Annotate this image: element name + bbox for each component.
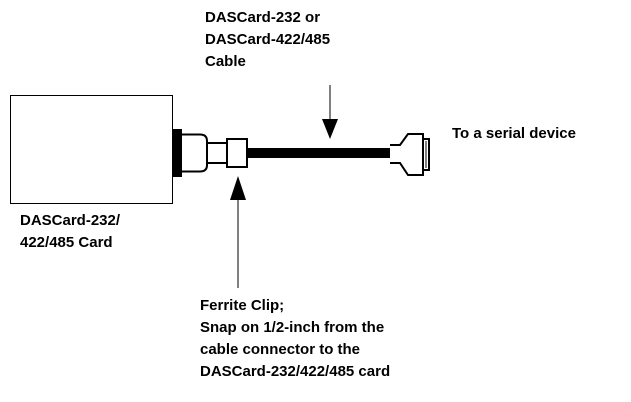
card-edge-connector	[172, 129, 182, 177]
card-label-line-1: DASCard-232/	[20, 212, 121, 229]
cable	[227, 148, 390, 158]
ferrite-pointer-arrowhead	[230, 176, 246, 200]
ferrite-label-line-1: Ferrite Clip;	[200, 297, 285, 314]
device-side-plug	[390, 133, 424, 176]
ferrite-label-line-3: cable connector to the	[200, 341, 361, 358]
card-label-line-2: 422/485 Card	[20, 234, 113, 251]
destination-label-text: To a serial device	[452, 125, 576, 142]
ferrite-clip	[226, 138, 248, 168]
card-side-plug	[182, 133, 208, 173]
ferrite-label: Ferrite Clip; Snap on 1/2-inch from the …	[200, 295, 390, 383]
cable-label-line-1: DASCard-232 or	[205, 9, 321, 26]
cable-label-line-3: Cable	[205, 53, 246, 70]
card-side-plug-neck	[206, 142, 228, 164]
card-label: DASCard-232/ 422/485 Card	[20, 210, 120, 254]
cable-label: DASCard-232 or DASCard-422/485 Cable	[205, 7, 330, 73]
cable-label-line-2: DASCard-422/485	[205, 31, 331, 48]
ferrite-label-line-4: DASCard-232/422/485 card	[200, 363, 391, 380]
cable-pointer-arrowhead	[322, 119, 338, 139]
pc-card-body	[10, 95, 173, 204]
ferrite-label-line-2: Snap on 1/2-inch from the	[200, 319, 385, 336]
destination-label: To a serial device	[452, 123, 576, 145]
